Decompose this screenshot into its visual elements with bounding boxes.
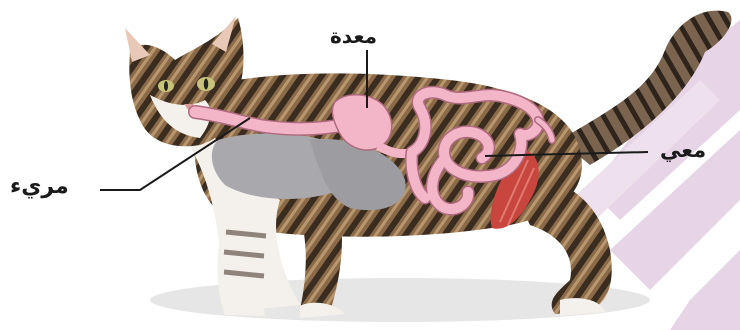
label-stomach: معدة [330,24,377,48]
label-esophagus: مريء [10,174,69,199]
front-leg-front [218,215,271,316]
label-intestine: معي [660,138,706,162]
